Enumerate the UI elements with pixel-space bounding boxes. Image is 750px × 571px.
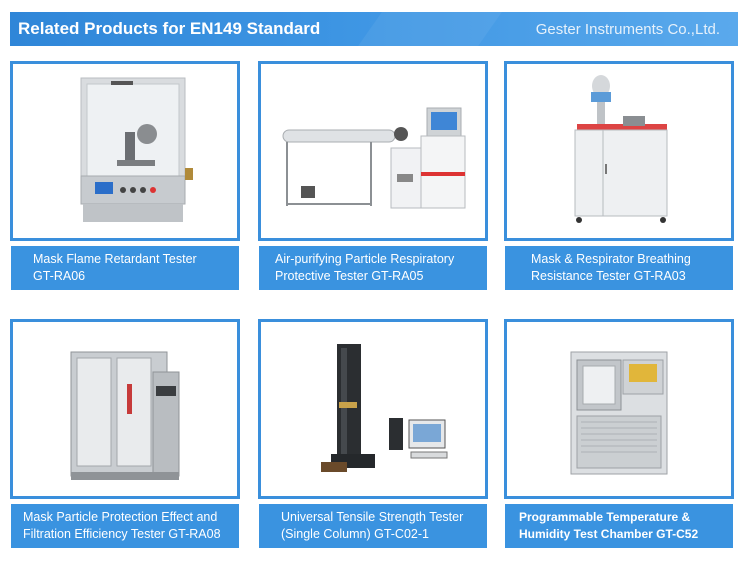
breathing-resistance-tester-image bbox=[574, 75, 668, 223]
product-name-line2: GT-RA06 bbox=[33, 269, 86, 283]
flame-retardant-tester-image bbox=[80, 77, 193, 222]
section-header: Related Products for EN149 Standard Gest… bbox=[10, 12, 738, 46]
product-caption[interactable]: Air-purifying Particle Respiratory Prote… bbox=[259, 246, 487, 290]
tensile-strength-tester-image bbox=[321, 344, 448, 472]
product-caption[interactable]: Mask Flame Retardant Tester GT-RA06 bbox=[11, 246, 239, 290]
product-name-line1: Mask Flame Retardant Tester bbox=[33, 252, 197, 266]
product-caption[interactable]: Programmable Temperature & Humidity Test… bbox=[505, 504, 733, 548]
product-name-line1: Universal Tensile Strength Tester bbox=[281, 510, 464, 524]
section-title: Related Products for EN149 Standard bbox=[18, 19, 321, 38]
product-name-line2: Filtration Efficiency Tester GT-RA08 bbox=[23, 527, 221, 541]
product-image-frame[interactable] bbox=[10, 319, 240, 499]
product-name-line2: Resistance Tester GT-RA03 bbox=[531, 269, 686, 283]
product-name-line2: Protective Tester GT-RA05 bbox=[275, 269, 424, 283]
header-decoration bbox=[358, 12, 502, 46]
product-name-line1: Mask Particle Protection Effect and bbox=[23, 510, 218, 524]
product-image-frame[interactable] bbox=[258, 61, 488, 241]
product-caption[interactable]: Mask & Respirator Breathing Resistance T… bbox=[505, 246, 733, 290]
product-image-frame[interactable] bbox=[504, 61, 734, 241]
product-caption[interactable]: Universal Tensile Strength Tester (Singl… bbox=[259, 504, 487, 548]
product-name-line1: Mask & Respirator Breathing bbox=[531, 252, 691, 266]
filtration-efficiency-tester-image bbox=[70, 351, 180, 480]
product-image-frame[interactable] bbox=[504, 319, 734, 499]
product-name-line1: Programmable Temperature & bbox=[519, 510, 691, 524]
product-image-frame[interactable] bbox=[258, 319, 488, 499]
product-caption[interactable]: Mask Particle Protection Effect and Filt… bbox=[11, 504, 239, 548]
product-image-frame[interactable] bbox=[10, 61, 240, 241]
humidity-chamber-image bbox=[570, 351, 668, 475]
product-name-line1: Air-purifying Particle Respiratory bbox=[275, 252, 455, 266]
company-name: Gester Instruments Co.,Ltd. bbox=[535, 21, 720, 38]
particle-respiratory-tester-image bbox=[282, 107, 466, 209]
product-name-line2: Humidity Test Chamber GT-C52 bbox=[519, 527, 699, 541]
product-name-line2: (Single Column) GT-C02-1 bbox=[281, 527, 429, 541]
